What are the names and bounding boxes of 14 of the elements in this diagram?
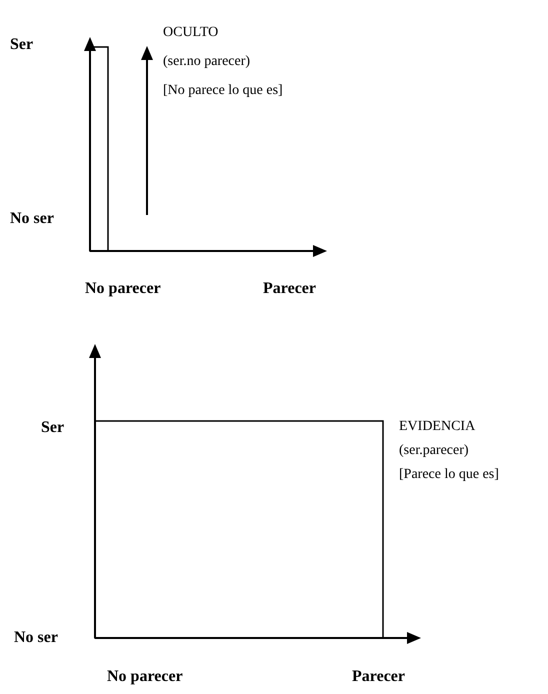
axis-label: Parecer [263,279,316,298]
axis-label: No ser [14,628,58,648]
quadrant-note: OCULTO [163,25,218,42]
axis-label: Ser [10,35,34,54]
axis-label: No parecer [85,279,161,298]
axis-label: No ser [10,209,54,228]
axis-label: Parecer [352,667,405,686]
quadrant-note: EVIDENCIA [399,419,476,436]
quadrant-note: (ser.parecer) [399,443,469,460]
axis-label: No parecer [107,667,183,686]
quadrant-note: [Parece lo que es] [399,467,499,484]
quadrant-note: [No parece lo que es] [163,83,283,100]
quadrant-note: (ser.no parecer) [163,54,250,71]
axis-label: Ser [41,418,64,438]
